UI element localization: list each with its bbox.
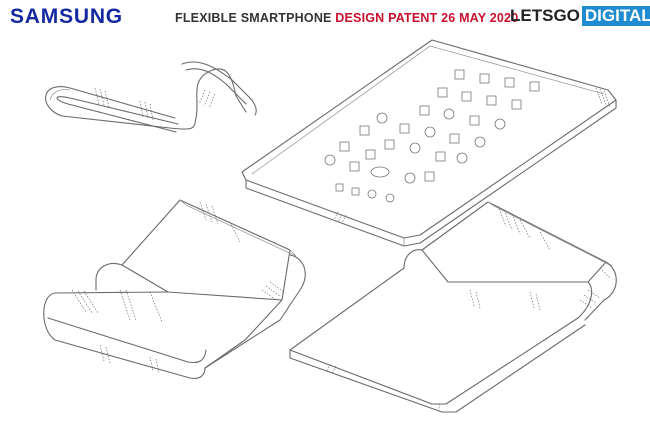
title-part-1: FLEXIBLE SMARTPHONE	[175, 11, 332, 25]
app-icon	[376, 112, 388, 124]
folded-right-hatching	[325, 205, 611, 413]
header: SAMSUNG FLEXIBLE SMARTPHONE DESIGN PATEN…	[0, 0, 650, 40]
app-icon	[419, 105, 430, 116]
app-icon	[385, 193, 395, 203]
logo-part-2: DIGITAL	[581, 6, 650, 26]
app-icon	[461, 91, 472, 102]
app-icon	[324, 154, 336, 166]
app-icon	[454, 69, 465, 80]
folded-left-hatching	[71, 201, 285, 374]
app-icon	[424, 171, 435, 182]
unfolded-hatching	[333, 87, 611, 224]
app-icon	[504, 77, 515, 88]
app-icon	[486, 95, 497, 106]
app-icon	[365, 149, 376, 160]
app-icon	[367, 189, 377, 199]
folded-left-figure	[43, 199, 306, 379]
zigzag-hatching	[94, 87, 216, 121]
app-icon	[529, 81, 540, 92]
app-icon	[479, 73, 490, 84]
page-title: FLEXIBLE SMARTPHONE DESIGN PATENT 26 MAY…	[175, 11, 518, 25]
app-icon	[399, 123, 410, 134]
app-icon	[469, 115, 480, 126]
letsgodigital-logo: LETSGO DIGITAL	[510, 6, 650, 26]
app-icon	[511, 99, 522, 110]
app-icon	[424, 126, 436, 138]
app-icon	[339, 141, 350, 152]
app-icon	[456, 152, 468, 164]
app-icon	[351, 187, 360, 196]
app-icon	[435, 151, 446, 162]
app-icon	[409, 142, 421, 154]
app-icon	[494, 118, 506, 130]
logo-part-1: LETSGO	[510, 6, 580, 25]
title-part-2: DESIGN PATENT 26 MAY 2020	[335, 11, 519, 25]
app-icon	[359, 125, 370, 136]
app-icon	[449, 133, 460, 144]
app-icon	[370, 166, 390, 178]
app-icon	[349, 161, 360, 172]
app-icon	[443, 108, 455, 120]
app-icon	[474, 136, 486, 148]
app-icon	[404, 172, 416, 184]
folded-right-figure	[289, 201, 617, 413]
app-icon	[437, 87, 448, 98]
app-icon	[335, 183, 344, 192]
app-icon-grid	[324, 69, 540, 203]
samsung-logo: SAMSUNG	[10, 5, 123, 28]
app-icon	[384, 139, 395, 150]
zigzag-phone-figure	[45, 61, 257, 133]
unfolded-phone-figure	[241, 39, 617, 247]
